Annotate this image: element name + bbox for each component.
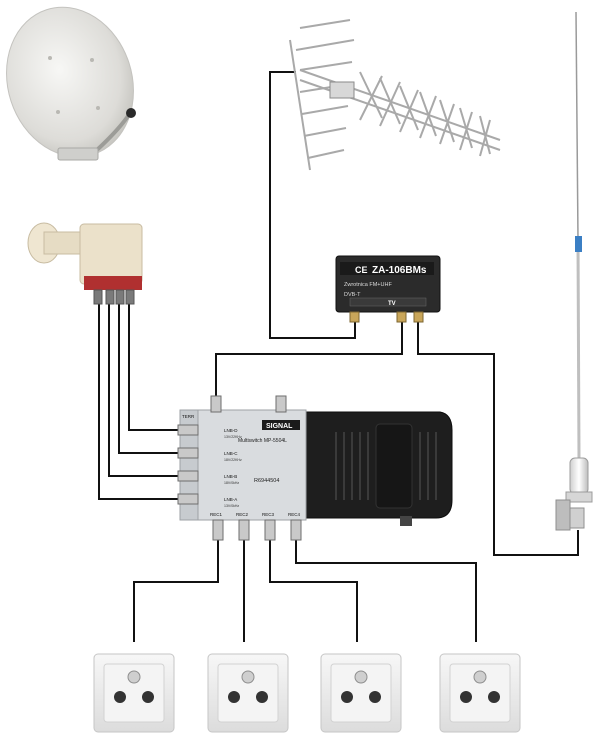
output-port-rec3 <box>264 519 276 541</box>
cable-rec1 <box>133 540 219 642</box>
cable-amplifier-to-terr <box>215 322 403 396</box>
cable-lnb-b <box>108 304 178 477</box>
amplifier-port-uhf <box>349 311 360 323</box>
amplifier-model: ZA-106BMs <box>372 265 427 276</box>
wall-sockets <box>93 653 521 733</box>
cable-rec3 <box>269 540 358 642</box>
multiswitch-unit: SIGNAL Multiswitch MP-5504L R6944504 LNB… <box>177 395 453 541</box>
input-label-lnb-b: LNB-B <box>224 474 237 479</box>
amplifier-port-fm <box>413 311 424 323</box>
amplifier-unit: CE ZA-106BMs Zwrotnica FM+UHF DVB-T TV <box>335 255 441 323</box>
input-port-lnb-d <box>177 424 199 436</box>
input-sub-lnb-d: 13V/22KHz <box>224 435 242 439</box>
input-port-lnb-b <box>177 470 199 482</box>
input-port-lnb-c <box>177 447 199 459</box>
multiswitch-brand: SIGNAL <box>266 423 293 430</box>
input-port-extra <box>275 395 287 413</box>
cable-rec4 <box>295 540 477 642</box>
output-label-rec3: REC3 <box>262 512 275 517</box>
cable-lines <box>98 71 579 642</box>
output-port-rec4 <box>290 519 302 541</box>
input-port-lnb-a <box>177 493 199 505</box>
input-sub-lnb-b: 18V/0kHz <box>224 481 239 485</box>
wall-socket-icon <box>439 653 521 733</box>
amplifier-subtitle: Zwrotnica FM+UHF <box>344 282 392 288</box>
cable-uhf-to-amplifier <box>269 71 356 339</box>
wall-socket-icon <box>93 653 175 733</box>
wall-socket-icon <box>320 653 402 733</box>
input-port-terr <box>210 395 222 413</box>
cable-lnb-c <box>118 304 178 454</box>
output-label-rec2: REC2 <box>236 512 249 517</box>
satellite-dish-icon <box>6 6 136 161</box>
amplifier-port-tv <box>396 311 407 323</box>
input-label-lnb-d: LNB-D <box>224 428 238 433</box>
output-label-rec1: REC1 <box>210 512 223 517</box>
amplifier-band: DVB-T <box>344 292 361 298</box>
amplifier-output-label: TV <box>388 301 396 307</box>
terr-input-label: TERR <box>182 414 195 419</box>
input-sub-lnb-a: 13V/0kHz <box>224 504 239 508</box>
input-sub-lnb-c: 18V/22KHz <box>224 458 242 462</box>
input-label-lnb-c: LNB-C <box>224 451 238 456</box>
cable-fm-to-amplifier <box>417 322 579 556</box>
cable-lnb-d <box>128 304 178 431</box>
uhf-antenna-icon <box>289 19 501 171</box>
multiswitch-model: Multiswitch MP-5504L <box>238 438 287 444</box>
wall-socket-icon <box>207 653 289 733</box>
amplifier-ce-mark: CE <box>355 265 368 275</box>
input-label-lnb-a: LNB-A <box>224 497 237 502</box>
quad-lnb-icon <box>27 222 143 305</box>
multiswitch-code: R6944504 <box>254 478 279 484</box>
output-label-rec4: REC4 <box>288 512 301 517</box>
output-port-rec1 <box>212 519 224 541</box>
cable-lnb-a <box>98 304 178 500</box>
output-port-rec2 <box>238 519 250 541</box>
fm-whip-antenna-icon <box>555 11 593 531</box>
